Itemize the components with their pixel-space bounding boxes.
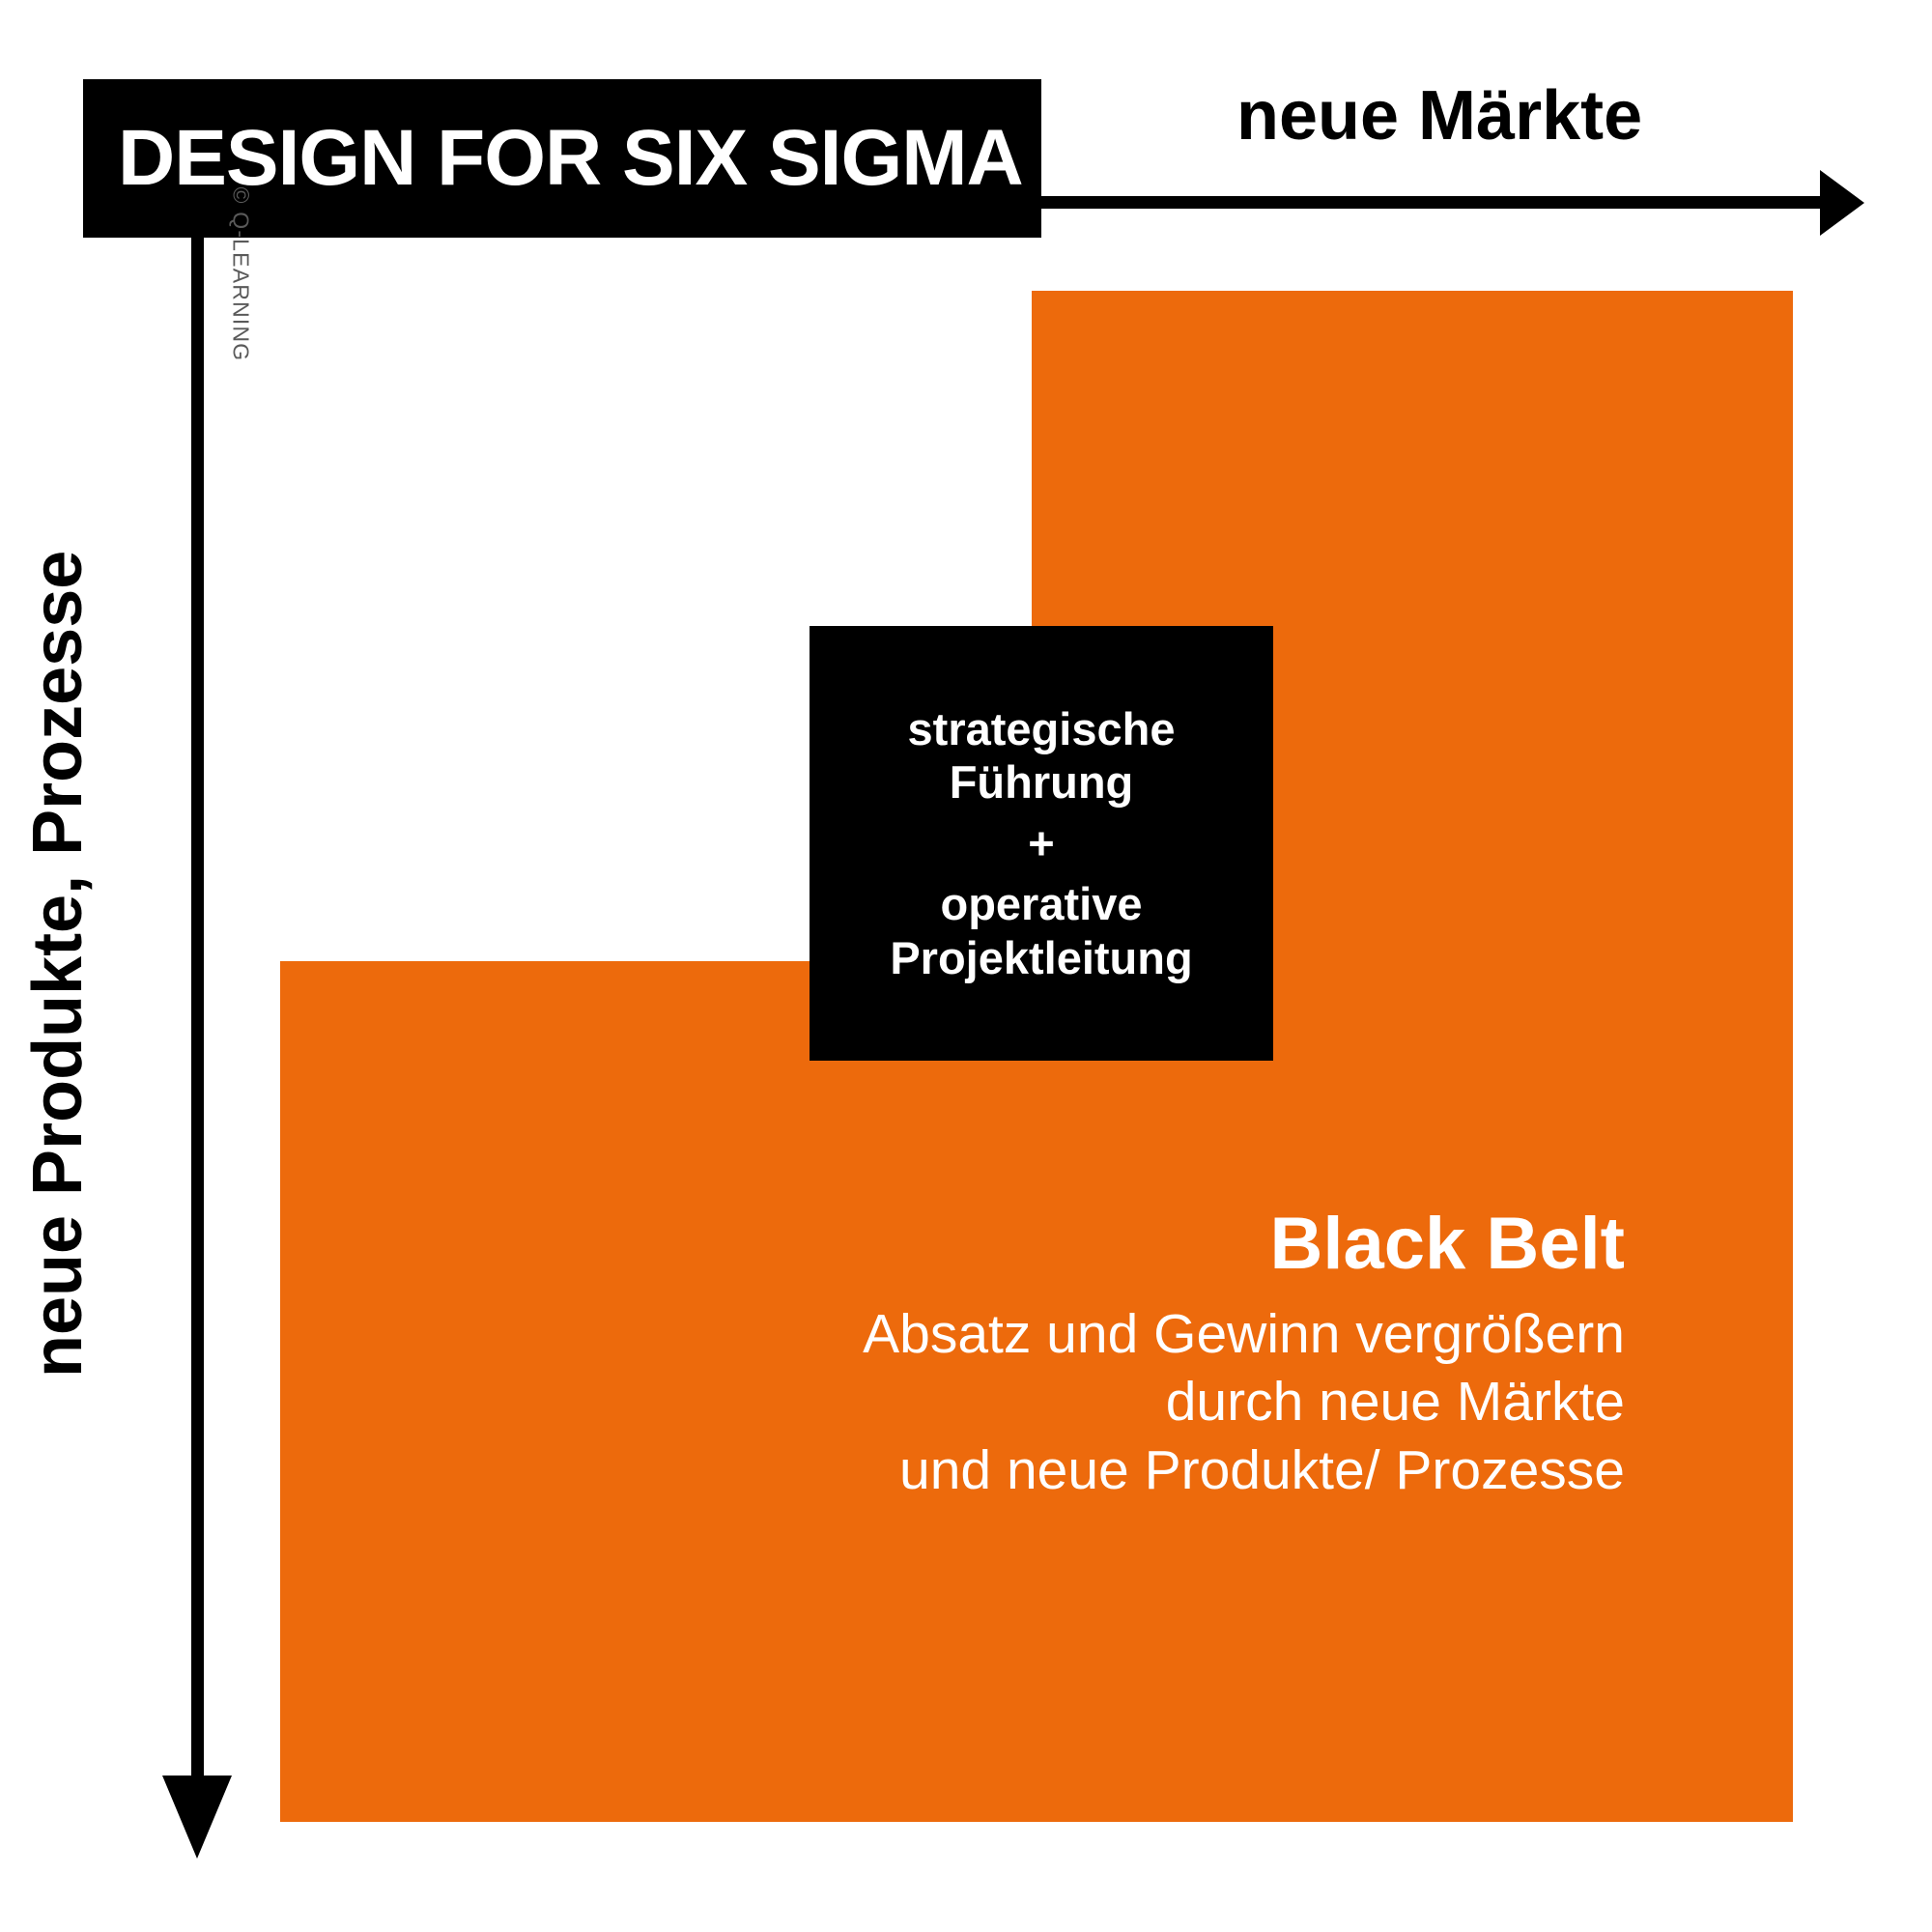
callout-line-2: Führung bbox=[949, 756, 1134, 809]
callout-line-1: strategische bbox=[907, 702, 1176, 754]
copyright-notice: © Q-LEARNING bbox=[228, 186, 254, 362]
page-title: DESIGN FOR SIX SIGMA bbox=[118, 114, 1024, 202]
black-belt-sub-line-1: Absatz und Gewinn vergrößern bbox=[863, 1302, 1625, 1365]
black-belt-caption: Black Belt Absatz und Gewinn vergrößern … bbox=[541, 1206, 1625, 1505]
callout-line-3: operative bbox=[940, 878, 1143, 930]
arrow-right-icon bbox=[1820, 170, 1864, 236]
x-axis-line bbox=[1041, 196, 1851, 209]
x-axis-label: neue Märkte bbox=[1236, 77, 1643, 155]
strategy-callout-box: strategische Führung + operative Projekt… bbox=[810, 626, 1273, 1061]
y-axis-line bbox=[191, 238, 204, 1787]
callout-line-4: Projektleitung bbox=[890, 931, 1193, 983]
lower-left-orange-block bbox=[280, 961, 1793, 1822]
title-banner: DESIGN FOR SIX SIGMA bbox=[83, 79, 1041, 238]
callout-plus-sign: + bbox=[1028, 816, 1055, 868]
black-belt-sub-line-2: durch neue Märkte bbox=[1165, 1371, 1625, 1434]
black-belt-heading: Black Belt bbox=[1269, 1203, 1626, 1285]
black-belt-sub-line-3: und neue Produkte/ Prozesse bbox=[899, 1439, 1625, 1502]
arrow-down-icon bbox=[162, 1776, 232, 1859]
y-axis-label: neue Produkte, Prozesse bbox=[19, 550, 97, 1378]
